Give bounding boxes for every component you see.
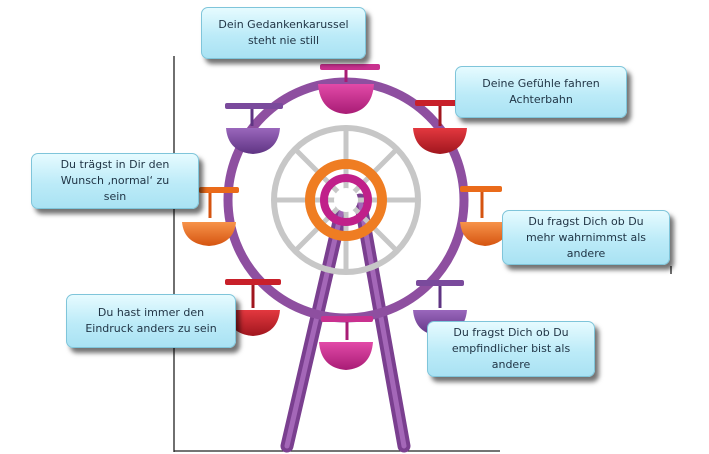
gondola-top [318,64,380,114]
gondola-lower-left [225,279,281,336]
callout-top: Dein Gedankenkarussel steht nie still [201,7,366,59]
callout-right: Du fragst Dich ob Du mehr wahrnimmst als… [502,210,670,265]
callout-lower-left: Du hast immer den Eindruck anders zu sei… [66,294,236,348]
gondola-left [182,187,239,246]
callout-upper-right: Deine Gefühle fahren Achterbahn [455,66,627,118]
inner-ring [271,125,421,275]
gondola-upper-right [413,100,467,154]
callout-lower-right: Du fragst Dich ob Du empfindlicher bist … [427,321,595,377]
gondola-bottom [319,316,373,370]
support-legs [280,193,411,453]
hub [305,159,387,241]
gondola-right [460,186,510,246]
callout-left: Du trägst in Dir den Wunsch ‚normal‘ zu … [31,153,199,209]
gondola-upper-left [225,103,283,154]
